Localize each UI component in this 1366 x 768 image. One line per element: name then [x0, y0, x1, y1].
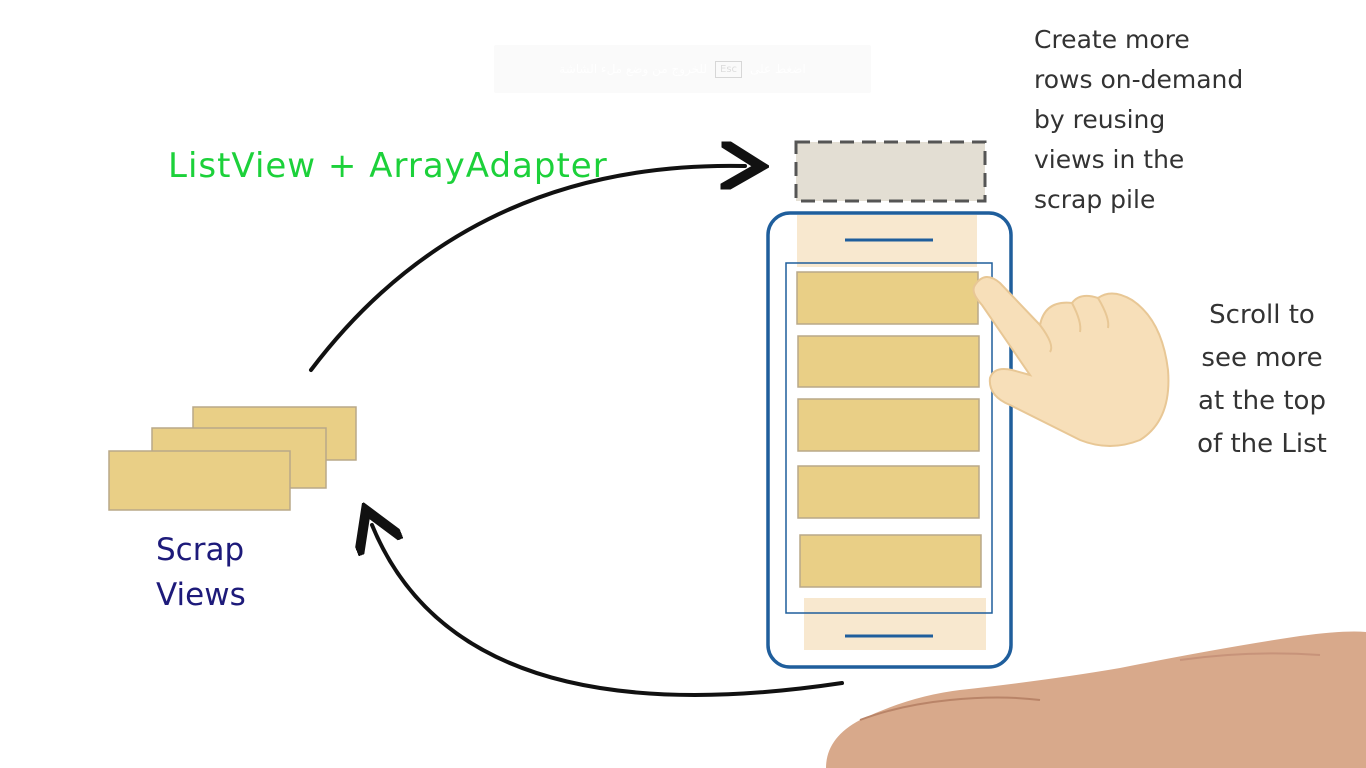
scrap-view-front	[108, 450, 291, 511]
fullscreen-hint-text-before: اضغط على	[750, 62, 806, 76]
note-line: by reusing	[1034, 105, 1166, 134]
scrap-views-stack	[108, 406, 357, 511]
reuse-arrow-up	[309, 166, 745, 372]
list-row	[797, 335, 980, 388]
note-scroll: Scroll to see more at the top of the Lis…	[1172, 294, 1352, 466]
pointing-hand-icon	[972, 276, 1170, 447]
phone	[766, 211, 1013, 669]
list-row	[796, 271, 979, 325]
scrap-label-line: Views	[156, 577, 246, 613]
note-line: at the top	[1198, 386, 1326, 416]
note-line: rows on-demand	[1034, 65, 1244, 94]
scrap-label-line: Scrap	[156, 532, 245, 568]
presenter-hand	[826, 631, 1366, 768]
note-line: Scroll to	[1209, 300, 1315, 330]
list-row	[797, 398, 980, 452]
list-row	[799, 534, 982, 588]
scrap-views-label: Scrap Views	[156, 528, 296, 618]
diagram-title: ListView + ArrayAdapter	[168, 146, 608, 186]
list-row	[797, 465, 980, 519]
note-line: see more	[1201, 343, 1323, 373]
fullscreen-exit-hint: للخروج من وضع ملء الشاشة Esc اضغط على	[494, 45, 871, 93]
fullscreen-hint-text-after: للخروج من وضع ملء الشاشة	[559, 62, 708, 76]
new-row-placeholder	[794, 140, 987, 203]
esc-key-badge: Esc	[715, 60, 743, 78]
note-line: of the List	[1197, 429, 1327, 459]
note-line: scrap pile	[1034, 185, 1156, 214]
note-create-rows: Create more rows on-demand by reusing vi…	[1034, 20, 1274, 220]
note-line: Create more	[1034, 25, 1190, 54]
list-viewport	[785, 262, 993, 614]
recycle-arrow-down	[372, 525, 844, 697]
ghost-row-bottom	[804, 598, 986, 650]
note-line: views in the	[1034, 145, 1185, 174]
